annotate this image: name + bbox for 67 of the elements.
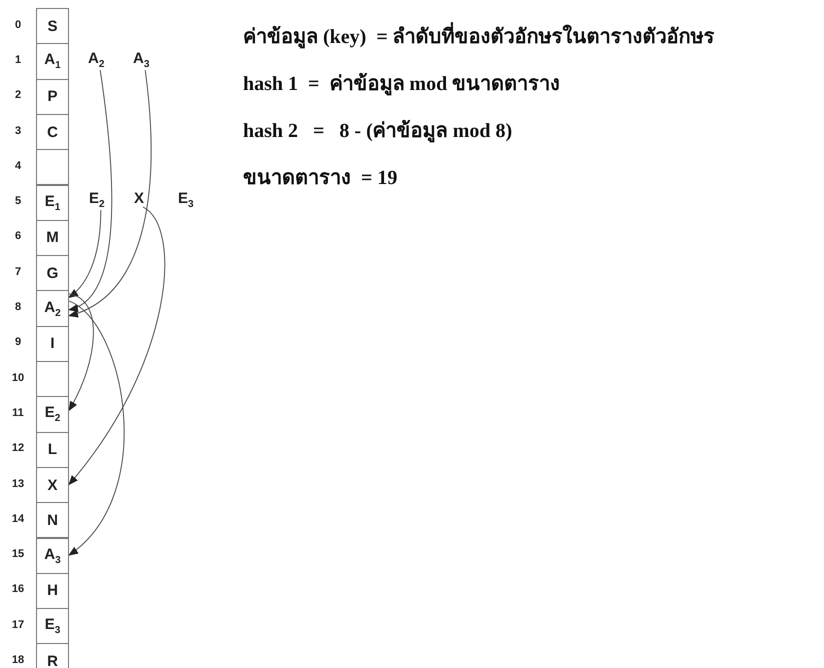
formula-text: hash 2 = 8 - (ค่าข้อมูล mod 8) <box>243 118 512 144</box>
row-index: 5 <box>14 195 22 208</box>
cell-text: M <box>46 229 59 246</box>
cell-text: H <box>47 582 58 600</box>
row-index: 16 <box>10 583 26 596</box>
formula-text: ค่าข้อมูล (key) = ลำดับที่ของตัวอักษรในตารางตัวอักษร <box>243 20 715 52</box>
row-index: 1 <box>14 54 22 66</box>
key-label: E$_{3}$ <box>178 190 194 210</box>
row-index: 10 <box>10 372 26 384</box>
cell-text: E$_{3}$ <box>44 616 60 636</box>
key-label: E$_{2}$ <box>89 190 105 210</box>
cell-text: X <box>47 476 58 494</box>
arrow <box>68 70 152 316</box>
formula-text: ขนาดตาราง = 19 <box>243 166 398 191</box>
row-index: 11 <box>11 406 25 419</box>
row-index: 0 <box>14 18 22 31</box>
row-index: 6 <box>14 230 22 242</box>
arrow <box>68 206 166 486</box>
row-index: 12 <box>10 442 26 454</box>
cell-text: L <box>48 441 58 458</box>
table-cell <box>36 432 69 468</box>
row-index: 14 <box>10 512 26 525</box>
arrow <box>68 293 94 412</box>
cell-text: A$_{3}$ <box>44 546 61 566</box>
cell-text: N <box>47 512 58 529</box>
key-label: A$_{3}$ <box>133 50 150 70</box>
row-index: 13 <box>10 478 26 490</box>
cell-text: C <box>47 124 58 141</box>
cell-text: A$_{2}$ <box>44 298 61 319</box>
row-index: 4 <box>14 160 22 172</box>
table-cell <box>36 220 69 256</box>
row-index: 3 <box>14 124 22 137</box>
table-cell <box>36 538 69 574</box>
cell-text: P <box>47 88 58 106</box>
row-index: 9 <box>14 336 22 348</box>
cell-text: S <box>47 18 58 35</box>
table-cell <box>36 255 69 292</box>
row-index: 17 <box>10 618 26 631</box>
cell-text: G <box>46 264 58 282</box>
row-index: 7 <box>14 266 22 278</box>
cell-text: R <box>47 653 58 668</box>
arrow <box>68 210 102 298</box>
row-index: 8 <box>14 301 22 314</box>
table-cell <box>36 326 69 362</box>
key-label: X <box>134 190 144 207</box>
arrow <box>68 300 124 556</box>
table-cell <box>36 184 69 221</box>
key-label: A$_{2}$ <box>88 50 104 70</box>
row-index: 15 <box>10 548 26 560</box>
table-cell <box>36 114 69 150</box>
table-cell <box>36 43 69 80</box>
table-cell <box>36 466 69 504</box>
table-cell <box>36 572 69 610</box>
table-cell <box>36 608 69 644</box>
table-cell <box>36 290 69 327</box>
cell-text: E$_{2}$ <box>44 404 60 424</box>
row-index: 18 <box>10 654 26 666</box>
table-cell <box>36 8 69 44</box>
table-cell <box>36 396 69 433</box>
cell-text: E$_{1}$ <box>44 192 60 213</box>
table-cell <box>36 502 69 538</box>
row-index: 2 <box>14 89 22 102</box>
table-cell <box>36 78 69 115</box>
cell-text: A$_{1}$ <box>44 51 61 72</box>
cell-text: I <box>50 335 55 352</box>
formula-text: hash 1 = ค่าข้อมูล mod ขนาดตาราง <box>243 72 560 98</box>
arrow <box>68 70 112 310</box>
